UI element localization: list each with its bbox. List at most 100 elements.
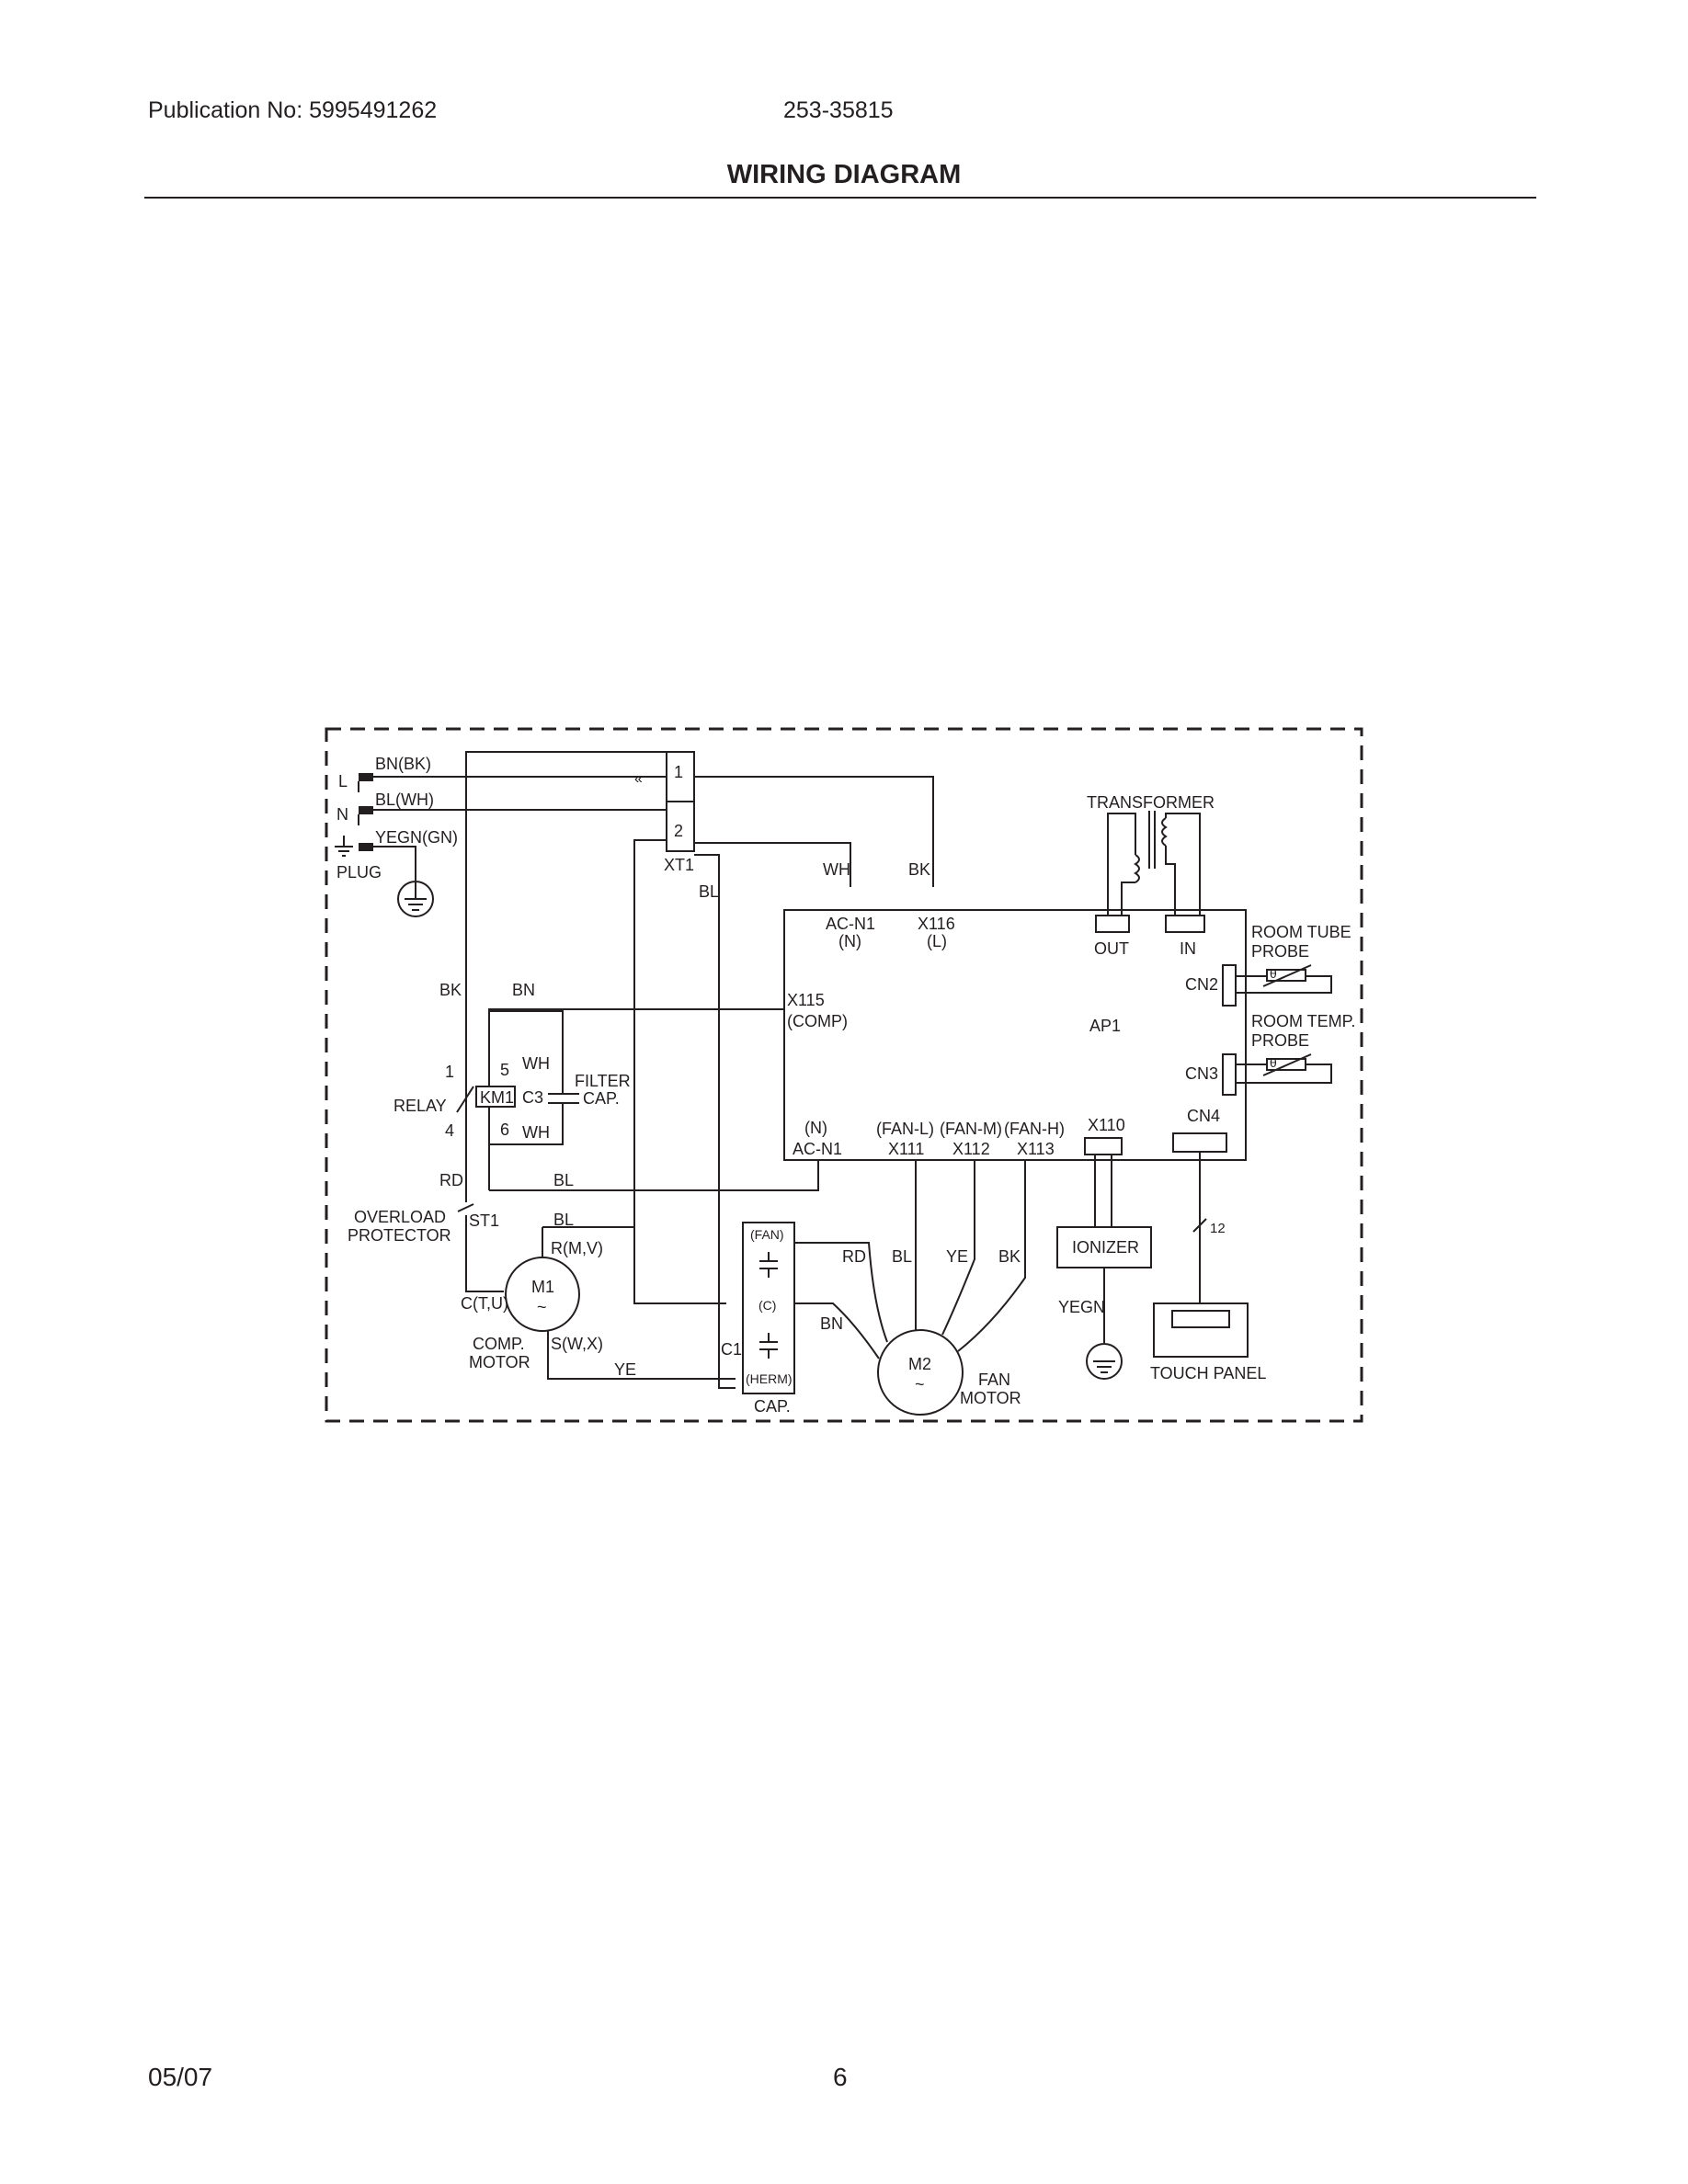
cap-fan-label: (FAN) <box>750 1227 784 1242</box>
room-tube-probe-line1: ROOM TUBE <box>1251 923 1352 941</box>
board-cn3: CN3 <box>1185 1064 1218 1083</box>
board-x116-l: (L) <box>927 932 947 950</box>
wire-bl-relay: BL <box>553 1171 574 1189</box>
wire-bn-mid: BN <box>512 981 535 999</box>
plug: L N BN(BK) BL(WH) YEGN(GN) PLUG <box>335 755 640 917</box>
wire-wh-c3-bot: WH <box>522 1123 550 1142</box>
plug-pin-n <box>359 806 373 814</box>
plug-ground-symbol-icon <box>335 836 353 857</box>
header-rule <box>144 197 1536 199</box>
xt1-chevrons-icon: « <box>634 771 643 787</box>
board-acn1-top-n: (N) <box>838 932 861 950</box>
fan-motor-line1: FAN <box>978 1371 1010 1389</box>
m1-symbol: ~ <box>537 1298 547 1316</box>
page-number: 6 <box>833 2063 848 2091</box>
board-x113: X113 <box>1017 1140 1055 1158</box>
publication-number: Publication No: 5995491262 <box>148 97 438 123</box>
relay-p6: 6 <box>500 1120 509 1139</box>
footer-date: 05/07 <box>148 2063 213 2091</box>
theta-icon: θ <box>1270 966 1277 981</box>
plug-l-label: L <box>338 772 348 791</box>
m2-ref: M2 <box>908 1355 931 1373</box>
board-x116: X116 <box>918 915 955 933</box>
wire-bl-fan: BL <box>892 1247 912 1266</box>
plug-pin-g <box>359 843 373 851</box>
plug-n-label: N <box>336 805 348 824</box>
diagram-frame <box>325 727 1363 1423</box>
filter-cap-line1: FILTER <box>575 1072 631 1090</box>
board-acn1-bot-n: (N) <box>804 1119 827 1137</box>
cap-ref: C1 <box>721 1340 742 1359</box>
m1-s-label: S(W,X) <box>551 1335 603 1353</box>
plug-pin-l <box>359 773 373 781</box>
touch-panel: 12 TOUCH PANEL <box>1150 1152 1266 1382</box>
m1-r-label: R(M,V) <box>551 1239 603 1257</box>
board-label: AP1 <box>1089 1017 1121 1035</box>
room-temp-probe-line2: PROBE <box>1251 1031 1309 1050</box>
xt1-terminal-1: 1 <box>674 763 683 781</box>
fan-motor-m2: M2 ~ FAN MOTOR RD BL YE BK BN <box>794 1160 1026 1416</box>
overload-ref: ST1 <box>469 1211 499 1230</box>
board-in: IN <box>1180 939 1196 958</box>
wire-bk-fan: BK <box>998 1247 1021 1266</box>
control-board-ap1: AP1 AC-N1 (N) X116 (L) X115 (COMP) OUT I… <box>783 909 1247 1161</box>
theta-icon-2: θ <box>1270 1055 1277 1070</box>
board-acn1-top: AC-N1 <box>826 915 875 933</box>
board-cn4: CN4 <box>1187 1107 1220 1125</box>
m2-symbol: ~ <box>915 1375 925 1393</box>
xt1-terminal-2: 2 <box>674 822 683 840</box>
relay-label: RELAY <box>393 1097 447 1115</box>
filter-cap-ref: C3 <box>522 1088 543 1107</box>
ground-earth-icon <box>397 881 434 917</box>
board-fan-l: (FAN-L) <box>876 1120 934 1138</box>
m1-label-line2: MOTOR <box>469 1353 530 1371</box>
plug-l-wire-label: BN(BK) <box>375 755 431 773</box>
wire-bn-fan: BN <box>820 1314 843 1333</box>
compressor-motor-m1: M1 ~ R(M,V) C(T,U) S(W,X) COMP. MOTOR YE <box>461 1227 736 1380</box>
run-capacitor-c1: (FAN) (C) (HERM) C1 CAP. <box>721 1222 795 1416</box>
filter-cap-line2: CAP. <box>583 1089 620 1108</box>
relay-p4: 4 <box>445 1121 454 1140</box>
wire-ye-bottom: YE <box>614 1360 636 1379</box>
relay-p5: 5 <box>500 1061 509 1079</box>
board-x115: X115 <box>787 991 825 1009</box>
fan-motor-line2: MOTOR <box>960 1389 1021 1407</box>
wire-wh-c3-top: WH <box>522 1054 550 1073</box>
board-acn1-bot: AC-N1 <box>793 1140 842 1158</box>
board-x111: X111 <box>888 1140 924 1158</box>
wire-ye-fan: YE <box>946 1247 968 1266</box>
board-cn2: CN2 <box>1185 975 1218 994</box>
cap-c-label: (C) <box>758 1298 776 1313</box>
wire-bl-st1: BL <box>553 1211 574 1229</box>
room-tube-probe: ROOM TUBE PROBE θ <box>1236 923 1352 994</box>
document-number: 253-35815 <box>783 97 894 123</box>
plug-g-wire-label: YEGN(GN) <box>375 828 458 847</box>
xt1-label: XT1 <box>664 856 694 874</box>
relay-coil-label: KM1 <box>480 1088 514 1107</box>
cap-label: CAP. <box>754 1397 791 1416</box>
relay-km1: BK BN 1 4 5 6 RELAY KM1 WH WH C3 FILTER … <box>393 981 784 1190</box>
cap-herm-label: (HERM) <box>746 1371 793 1386</box>
wire-cable-count: 12 <box>1210 1221 1226 1236</box>
wire-bk-top: BK <box>908 860 930 879</box>
wire-wh: WH <box>823 860 850 879</box>
overload-protector-st1: OVERLOAD PROTECTOR ST1 <box>348 1188 504 1292</box>
plug-n-wire-label: BL(WH) <box>375 791 434 809</box>
room-temp-probe: ROOM TEMP. PROBE θ <box>1236 1012 1355 1084</box>
wire-bl-xt1: BL <box>699 882 719 901</box>
board-fan-h: (FAN-H) <box>1004 1120 1065 1138</box>
room-tube-probe-line2: PROBE <box>1251 942 1309 961</box>
transformer-label: TRANSFORMER <box>1087 793 1215 812</box>
board-x110: X110 <box>1088 1116 1125 1134</box>
touch-panel-label: TOUCH PANEL <box>1150 1364 1266 1382</box>
m1-label-line1: COMP. <box>473 1335 525 1353</box>
m1-c-label: C(T,U) <box>461 1294 508 1313</box>
board-x112: X112 <box>952 1140 990 1158</box>
terminal-block-xt1: 1 2 XT1 « <box>634 751 695 874</box>
m1-ref: M1 <box>531 1278 554 1296</box>
ionizer: IONIZER YEGN <box>1056 1155 1152 1380</box>
wire-bk-left: BK <box>439 981 462 999</box>
wire-rd-relay: RD <box>439 1171 463 1189</box>
room-temp-probe-line1: ROOM TEMP. <box>1251 1012 1355 1030</box>
